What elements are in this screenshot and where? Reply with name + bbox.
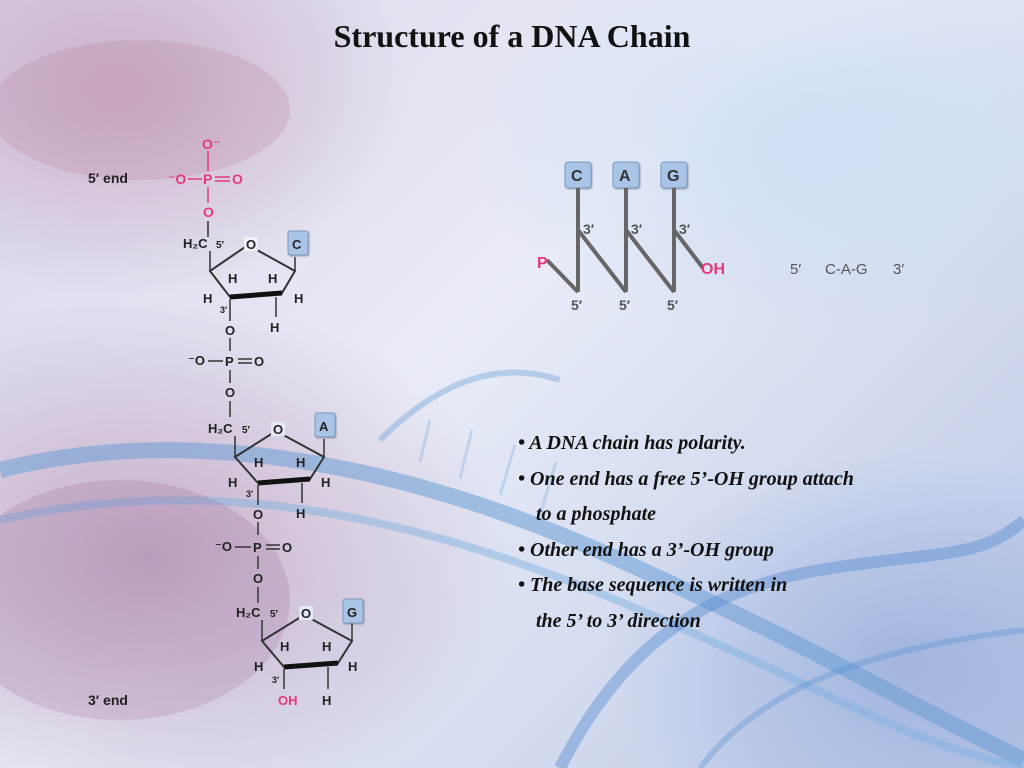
- dna-chain-structure-diagram: 5′ end 3′ end O⁻ ⁻O P O O H₂C 5′ O C H H…: [88, 136, 364, 708]
- sequence-oh-label: OH: [701, 261, 725, 278]
- phosphate-group-1: O⁻ ⁻O P O O: [168, 136, 243, 220]
- phosphate-oxygen-right: O: [232, 171, 243, 187]
- base-label: A: [319, 419, 329, 434]
- phosphate-oxygen-left: ⁻O: [168, 171, 186, 187]
- svg-text:O: O: [273, 422, 283, 437]
- svg-text:H: H: [296, 506, 305, 521]
- slide-title: Structure of a DNA Chain: [333, 18, 691, 54]
- sequence-start-label: 5′: [790, 261, 801, 278]
- phosphate-oxygen-top: O⁻: [202, 136, 220, 152]
- bullet-item: • A DNA chain has polarity.: [518, 432, 746, 454]
- sequence-text: C-A-G: [825, 261, 868, 278]
- svg-text:O: O: [225, 323, 235, 338]
- svg-text:⁻O: ⁻O: [188, 353, 205, 368]
- five-prime-end-label: 5′ end: [88, 170, 128, 186]
- sugar-c5-label: 5′: [216, 240, 225, 251]
- svg-text:5′: 5′: [571, 297, 583, 313]
- bullet-item: • Other end has a 3’-OH group: [518, 538, 774, 561]
- phosphate-oxygen-bottom: O: [203, 204, 214, 220]
- sequence-base-g: G: [667, 168, 679, 185]
- svg-text:H₂C: H₂C: [208, 421, 233, 436]
- svg-text:3′: 3′: [220, 305, 227, 315]
- bullet-item-continuation: the 5’ to 3’ direction: [536, 609, 701, 632]
- svg-text:3′: 3′: [679, 221, 691, 237]
- sequence-end-label: 3′: [893, 261, 904, 278]
- base-label: G: [347, 605, 357, 620]
- svg-text:5′: 5′: [619, 297, 631, 313]
- nucleotide-3: H₂C 5′ O G H H H H 3′ OH H: [236, 598, 364, 708]
- svg-text:O: O: [254, 354, 264, 369]
- svg-text:H₂C: H₂C: [236, 605, 261, 620]
- svg-text:3′: 3′: [246, 489, 253, 499]
- svg-text:H: H: [296, 455, 305, 470]
- phosphate-group-3: O ⁻O P O O: [215, 507, 292, 603]
- bullet-item-continuation: to a phosphate: [536, 503, 657, 525]
- base-label: C: [292, 237, 302, 252]
- svg-text:5′: 5′: [242, 425, 251, 436]
- svg-text:H: H: [322, 639, 331, 654]
- svg-text:3′: 3′: [631, 221, 643, 237]
- svg-text:H: H: [268, 271, 277, 286]
- nucleotide-2: H₂C 5′ O A H H H H 3′ H: [208, 412, 336, 521]
- bullet-item: • One end has a free 5’-OH group attach: [518, 467, 854, 490]
- svg-text:O: O: [253, 571, 263, 586]
- bullet-item: • The base sequence is written in: [518, 574, 788, 596]
- nucleotide-1: H₂C 5′ O C H H H H 3′ H: [183, 221, 309, 335]
- svg-text:H: H: [254, 455, 263, 470]
- phosphate-group-2: O ⁻O P O O: [188, 323, 264, 417]
- svg-text:H: H: [321, 475, 330, 490]
- svg-text:H: H: [228, 271, 237, 286]
- svg-text:O: O: [225, 385, 235, 400]
- svg-text:H: H: [322, 693, 331, 708]
- ring-oxygen: O: [246, 237, 256, 252]
- svg-text:H: H: [280, 639, 289, 654]
- svg-text:O: O: [301, 606, 311, 621]
- svg-text:O: O: [253, 507, 263, 522]
- svg-text:H: H: [254, 659, 263, 674]
- sequence-base-a: A: [619, 168, 631, 185]
- svg-text:3′: 3′: [583, 221, 595, 237]
- svg-text:H: H: [228, 475, 237, 490]
- svg-text:P: P: [253, 540, 262, 555]
- phosphate-p: P: [203, 171, 212, 187]
- svg-text:3′: 3′: [272, 675, 279, 685]
- terminal-oh: OH: [278, 693, 298, 708]
- svg-text:H: H: [294, 291, 303, 306]
- svg-text:H: H: [270, 320, 279, 335]
- svg-text:H: H: [348, 659, 357, 674]
- svg-text:⁻O: ⁻O: [215, 539, 232, 554]
- svg-text:H: H: [203, 291, 212, 306]
- sequence-base-c: C: [571, 168, 583, 185]
- three-prime-end-label: 3′ end: [88, 692, 128, 708]
- svg-text:5′: 5′: [270, 609, 279, 620]
- svg-text:5′: 5′: [667, 297, 679, 313]
- sequence-schematic-diagram: C A G P OH 3′ 3′ 3′ 5′ 5′ 5′ 5′ C-A-G 3′: [537, 161, 904, 313]
- sequence-phosphate-label: P: [537, 255, 548, 272]
- svg-text:O: O: [282, 540, 292, 555]
- svg-text:P: P: [225, 354, 234, 369]
- sugar-h2c: H₂C: [183, 236, 208, 251]
- bullet-list: • A DNA chain has polarity. • One end ha…: [518, 426, 1008, 639]
